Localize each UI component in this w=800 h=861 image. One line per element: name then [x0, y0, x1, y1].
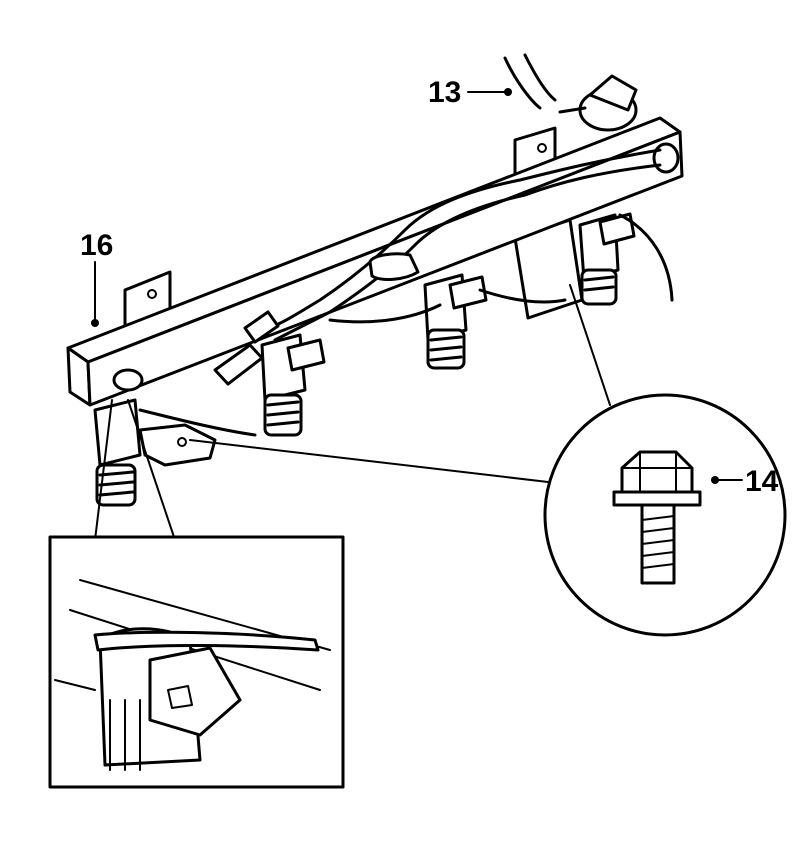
injector-wiring: [138, 213, 674, 437]
injector-4: [578, 212, 636, 306]
fuel-pressure-regulator: [558, 74, 638, 132]
vacuum-fitting: [213, 310, 280, 386]
lower-mounting-tab: [138, 423, 217, 467]
injector-3: [423, 273, 488, 370]
rail-end-connector: [112, 252, 420, 392]
fuel-return-line: [263, 148, 662, 332]
detail-leader-lines: [189, 284, 611, 483]
callout-14: 14: [745, 465, 779, 498]
injector-2: [260, 333, 326, 437]
inset-detail: [48, 535, 345, 789]
fuel-hose: [503, 53, 557, 110]
inset-leader-lines: [94, 399, 176, 541]
bolt-detail: [543, 393, 787, 637]
callout-16: 16: [80, 229, 113, 262]
bolt-14: [612, 450, 702, 585]
callout-13: 13: [428, 76, 461, 109]
